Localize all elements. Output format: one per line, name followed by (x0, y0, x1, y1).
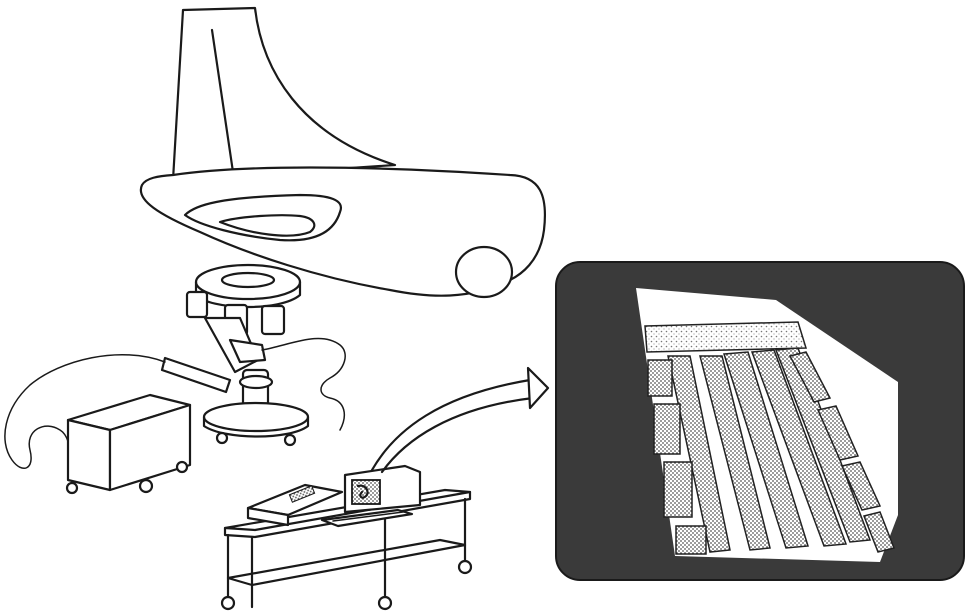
psu-wheel-1 (67, 483, 77, 493)
scan-band-top (645, 322, 806, 352)
probe-leg-3 (262, 306, 284, 334)
arrow-shaft-inner (382, 398, 533, 472)
stand-base (204, 403, 308, 431)
probe-leg-1 (187, 292, 207, 317)
scan-block-left-2 (654, 404, 680, 454)
engine-exhaust (456, 247, 512, 297)
stand-collar (240, 376, 272, 388)
probe-ring (196, 265, 300, 299)
stand-wheel-2 (285, 435, 295, 445)
psu-front (68, 420, 110, 490)
arrow (372, 368, 548, 472)
power-supply-unit (67, 395, 190, 493)
arrow-head (528, 368, 548, 408)
tail-fin (173, 8, 395, 180)
psu-wheel-3 (177, 462, 187, 472)
scan-block-left-1 (648, 360, 672, 396)
aircraft-tail (141, 8, 545, 297)
cart-wheel-3 (459, 561, 471, 573)
scan-block-left-4 (676, 526, 706, 554)
cart-wheel-2 (379, 597, 391, 609)
cart-wheel-1 (222, 597, 234, 609)
scan-result-display (556, 262, 964, 580)
scan-block-left-3 (664, 462, 692, 517)
psu-wheel-2 (140, 480, 152, 492)
computer-screen (352, 480, 380, 504)
rudder-line (212, 30, 233, 172)
cart-shelf (228, 540, 465, 585)
computer-cart (222, 466, 471, 609)
stand-wheel-1 (217, 433, 227, 443)
probe-handle (162, 358, 230, 392)
